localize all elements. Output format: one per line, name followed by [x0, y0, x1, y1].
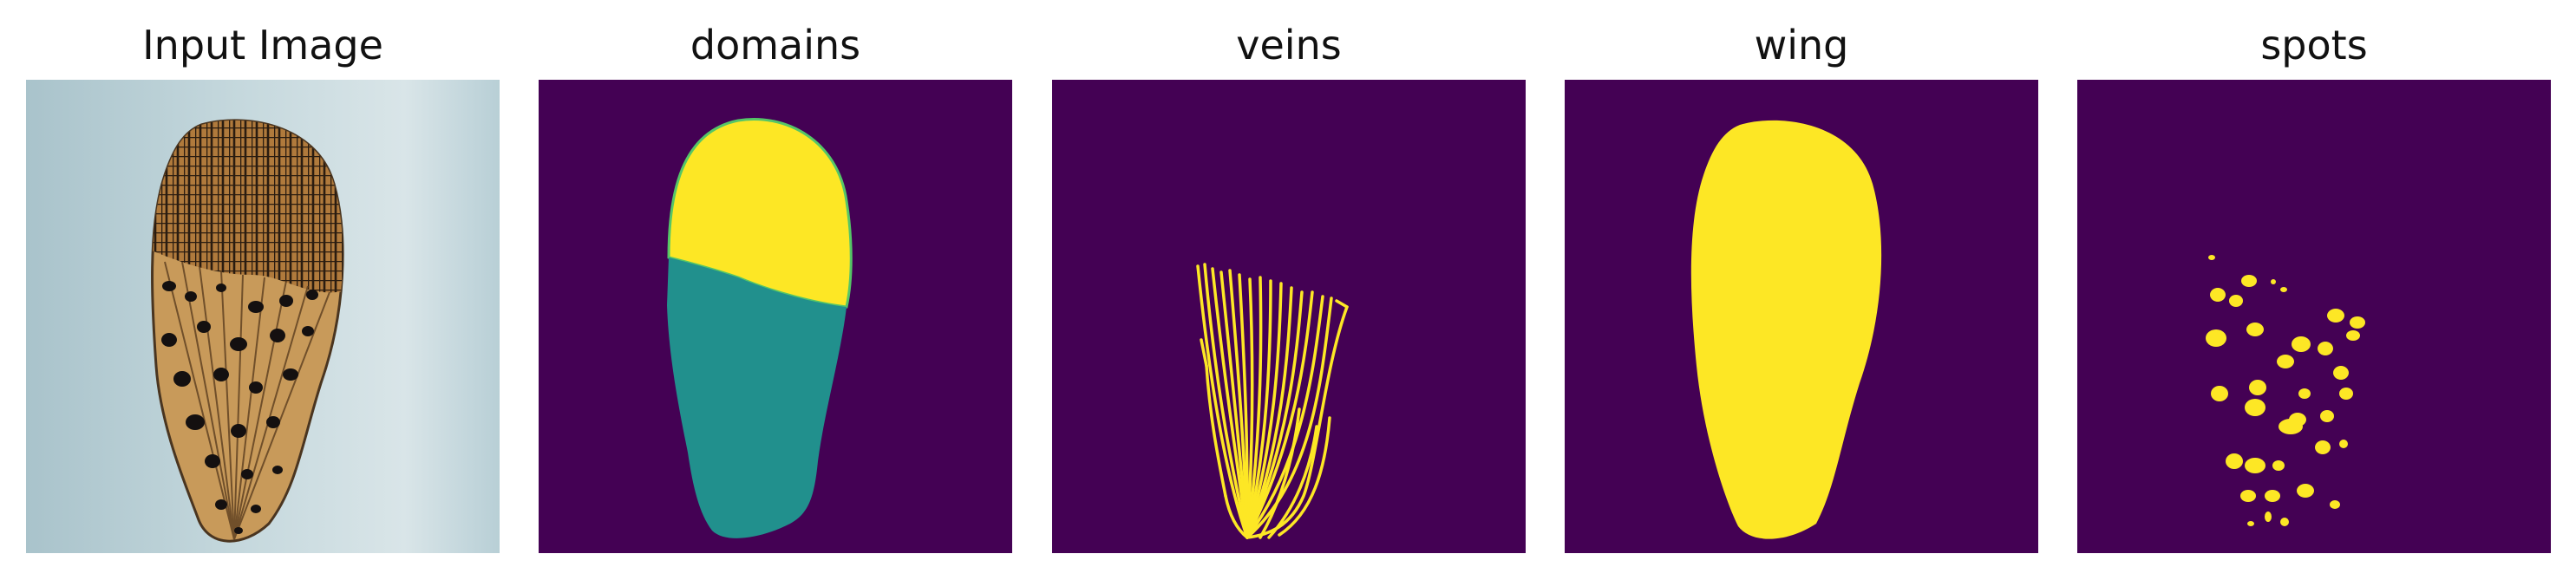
domains-mask	[539, 80, 1012, 553]
panel-title: veins	[1236, 22, 1342, 68]
panel-domains: domains	[539, 0, 1012, 580]
spots-mask	[2077, 80, 2551, 553]
panel-input-image: Input Image	[26, 0, 500, 580]
panel-wing: wing	[1565, 0, 2038, 580]
wing-mask	[1565, 80, 2038, 553]
panel-title: Input Image	[142, 22, 383, 68]
panel-spots: spots	[2077, 0, 2551, 580]
input-photo	[26, 80, 500, 553]
panel-veins: veins	[1052, 0, 1526, 580]
panel-title: wing	[1754, 22, 1849, 68]
panel-title: domains	[690, 22, 861, 68]
panel-title: spots	[2260, 22, 2368, 68]
veins-mask	[1052, 80, 1526, 553]
